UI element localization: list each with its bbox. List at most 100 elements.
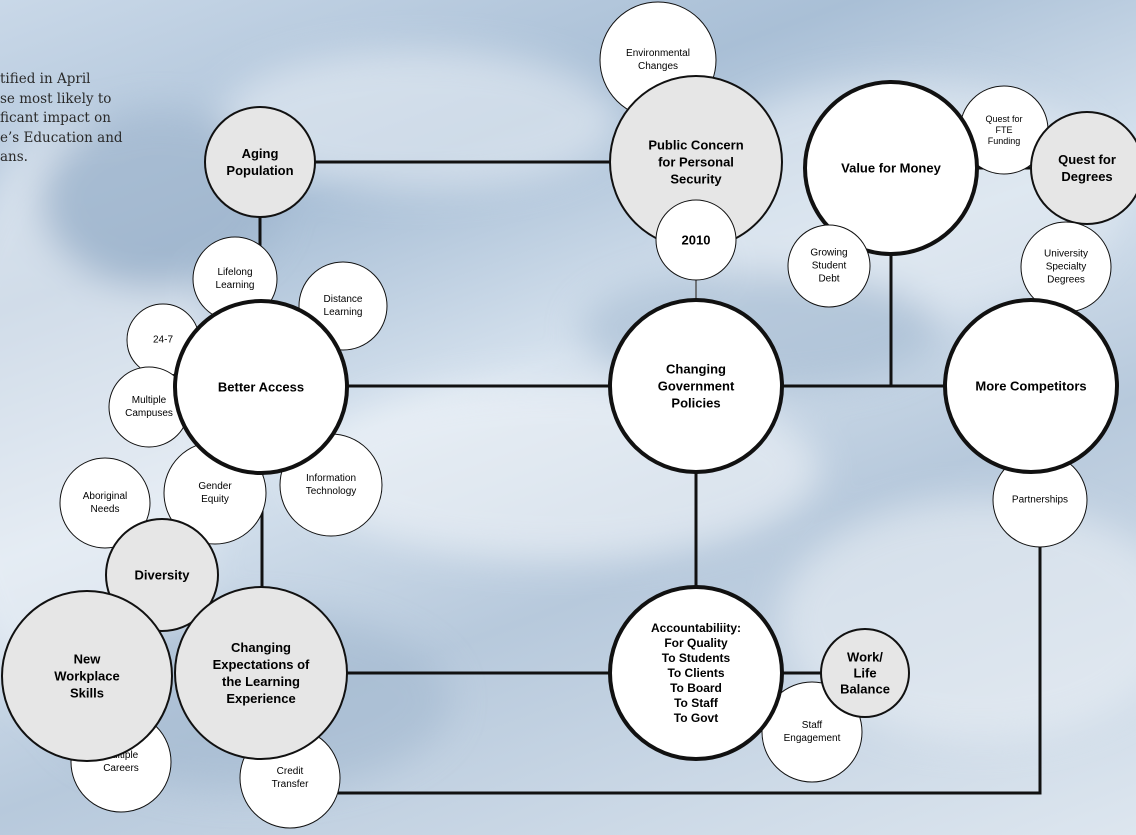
node-quest-for-degrees-label: Quest for [1058,152,1116,167]
node-university-specialty-degrees-label: Specialty [1046,262,1087,273]
node-growing-student-debt-label: Student [812,261,847,272]
node-diversity-circle [105,518,219,632]
node-better-access-label: Better Access [218,380,304,395]
connector-partnerships-credit [338,545,1042,795]
node-quest-fte-funding-label: FTE [996,125,1013,135]
node-aging-population-label: Population [226,163,293,178]
node-accountability-label: For Quality [664,636,728,650]
node-multiple-campuses-label: Multiple [132,395,167,406]
node-accountability-label: To Board [670,681,722,695]
node-changing-government-policies-label: Government [658,379,735,394]
node-year-2010-label: 2010 [682,233,711,248]
node-accountability-label: To Staff [674,696,719,710]
node-multiple-careers-label: Careers [103,763,139,774]
node-changing-expectations-label: the Learning [222,674,300,689]
node-value-for-money-circle [803,80,979,256]
node-accountability-label: To Govt [674,711,718,725]
node-information-technology-label: Information [306,473,356,484]
node-more-competitors-circle [943,298,1119,474]
node-new-workplace-skills-label: Skills [70,686,104,701]
node-access-24-7-label: 24-7 [153,335,173,346]
node-changing-government-policies-circle [608,298,784,474]
node-new-workplace-skills-circle [1,590,173,762]
node-work-life-balance-circle [820,628,910,718]
node-multiple-campuses-label: Campuses [125,408,173,419]
node-accountability-label: To Students [662,651,731,665]
node-accountability-label: Accountabiliity: [651,621,741,635]
node-year-2010-circle [655,199,737,281]
node-staff-engagement-label: Engagement [784,733,841,744]
node-environmental-changes-label: Changes [638,61,678,72]
node-changing-government-policies-label: Policies [671,396,720,411]
node-quest-fte-funding-label: Funding [988,136,1021,146]
node-quest-fte-funding-label: Quest for [985,114,1022,124]
node-university-specialty-degrees-label: University [1044,249,1088,260]
node-value-for-money-label: Value for Money [841,161,941,176]
connector-lines [258,160,1042,795]
node-accountability-circle [608,585,784,761]
node-quest-for-degrees-label: Degrees [1061,169,1112,184]
node-more-competitors-label: More Competitors [975,379,1086,394]
node-growing-student-debt-label: Growing [810,248,847,259]
node-changing-expectations-label: Expectations of [213,657,310,672]
node-aging-population-label: Aging [242,146,279,161]
node-quest-for-degrees-circle [1030,111,1136,225]
node-work-life-balance-label: Balance [840,682,890,697]
node-credit-transfer-label: Transfer [272,779,310,790]
node-diversity: Diversity [105,518,219,632]
node-growing-student-debt-label: Debt [818,274,839,285]
node-credit-transfer-label: Credit [277,766,304,777]
node-changing-expectations-label: Experience [226,691,295,706]
node-public-concern-label: Security [670,172,722,187]
node-gender-equity-label: Gender [198,481,232,492]
node-environmental-changes-label: Environmental [626,48,690,59]
node-aboriginal-needs-circle [59,457,151,549]
intro-line: se most likely to [0,90,112,107]
node-lifelong-learning-label: Lifelong [217,267,252,278]
node-better-access-circle [173,299,349,475]
node-accountability-label: To Clients [667,666,724,680]
node-gender-equity-label: Equity [201,494,229,505]
node-diversity-label: Diversity [135,568,191,583]
node-aboriginal-needs-label: Aboriginal [83,491,127,502]
node-aboriginal-needs-label: Needs [91,504,120,515]
node-value-for-money: Value for Money [803,80,979,256]
node-public-concern-label: Public Concern [648,138,743,153]
node-year-2010: 2010 [655,199,737,281]
node-lifelong-learning-label: Learning [216,280,255,291]
node-work-life-balance-label: Work/ [847,650,883,665]
node-staff-engagement-label: Staff [802,720,823,731]
node-new-workplace-skills-label: New [74,652,102,667]
node-new-workplace-skills-label: Workplace [54,669,120,684]
intro-line: e’s Education and [0,129,123,146]
node-public-concern-label: for Personal [658,155,734,170]
node-changing-expectations-label: Changing [231,640,291,655]
node-information-technology-label: Technology [306,486,357,497]
node-changing-government-policies-label: Changing [666,362,726,377]
node-growing-student-debt-circle [787,224,871,308]
intro-line: tified in April [0,71,91,87]
node-partnerships-label: Partnerships [1012,495,1068,506]
node-university-specialty-degrees-label: Degrees [1047,275,1085,286]
node-more-competitors: More Competitors [943,298,1119,474]
node-work-life-balance-label: Life [853,666,876,681]
node-changing-expectations-circle [174,586,348,760]
intro-line: ficant impact on [0,110,111,126]
node-distance-learning-label: Distance [324,294,363,305]
intro-text: tified in April se most likely to ficant… [0,70,170,168]
node-multiple-careers-label: Multiple [104,750,139,761]
node-better-access: Better Access [173,299,349,475]
node-aging-population-circle [204,106,316,218]
